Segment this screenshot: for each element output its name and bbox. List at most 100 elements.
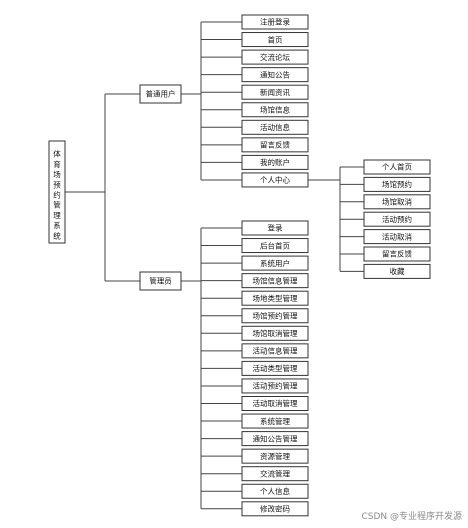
leaf-node-1-14-label: 交流管理: [260, 468, 290, 478]
sub-node-3-label: 活动预约: [382, 214, 412, 224]
leaf-node-0-6-box: [241, 119, 309, 135]
sub-node-4-label: 活动取消: [382, 231, 412, 241]
leaf-node-0-3: 通知公告: [241, 67, 309, 83]
leaf-node-0-6: 活动信息: [241, 119, 309, 135]
leaf-node-1-2-label: 系统用户: [260, 258, 290, 268]
leaf-node-0-9: 个人中心: [241, 172, 309, 188]
sub-node-2-box: [363, 194, 431, 210]
leaf-node-1-7: 活动信息管理: [241, 343, 309, 359]
leaf-node-1-6: 场馆取消管理: [241, 325, 309, 341]
leaf-node-0-6-label: 活动信息: [260, 122, 290, 132]
leaf-node-0-8: 我的账户: [241, 154, 309, 170]
sub-node-5: 留言反馈: [363, 246, 431, 262]
leaf-node-1-11: 系统管理: [241, 413, 309, 429]
leaf-node-1-2: 系统用户: [241, 255, 309, 271]
leaf-node-1-9: 活动预约管理: [241, 378, 309, 394]
leaf-node-0-1-label: 首页: [268, 34, 283, 44]
leaf-node-1-7-label: 活动信息管理: [253, 346, 298, 356]
group-node-1: 管理员: [139, 271, 182, 291]
leaf-node-0-2-box: [241, 49, 309, 65]
sub-node-0-label: 个人首页: [382, 162, 412, 172]
leaf-node-0-4-box: [241, 84, 309, 100]
leaf-node-1-13-box: [241, 448, 309, 464]
leaf-node-0-8-label: 我的账户: [260, 157, 290, 167]
leaf-node-0-7-box: [241, 137, 309, 153]
leaf-node-1-12: 通知公告管理: [241, 431, 309, 447]
leaf-node-0-9-label: 个人中心: [260, 175, 290, 185]
leaf-node-1-4: 场地类型管理: [241, 290, 309, 306]
leaf-node-0-7: 留言反馈: [241, 137, 309, 153]
leaf-node-1-5-box: [241, 308, 309, 324]
leaf-node-0-5-label: 场馆信息: [260, 104, 290, 114]
sub-node-5-box: [363, 246, 431, 262]
leaf-node-1-7-box: [241, 343, 309, 359]
watermark: CSDN @专业程序开发源: [361, 512, 462, 522]
leaf-node-0-0-box: [241, 14, 309, 30]
sub-node-3: 活动预约: [363, 211, 431, 227]
leaf-node-1-9-box: [241, 378, 309, 394]
sub-node-0-box: [363, 159, 431, 175]
sub-node-4-box: [363, 229, 431, 245]
leaf-node-1-10: 活动取消管理: [241, 396, 309, 411]
sub-node-2: 场馆取消: [363, 194, 431, 210]
leaf-node-0-0-label: 注册登录: [260, 17, 290, 27]
leaf-node-1-11-label: 系统管理: [260, 416, 290, 426]
leaf-node-1-12-label: 通知公告管理: [253, 433, 298, 443]
root-node-label: 体育场预约管理系统: [53, 149, 61, 241]
leaf-node-1-0: 登录: [241, 220, 309, 236]
group-node-0-box: [139, 84, 182, 104]
leaf-node-0-3-box: [241, 67, 309, 83]
leaf-node-0-5-box: [241, 102, 309, 118]
leaf-node-1-13: 资源管理: [241, 448, 309, 464]
leaf-node-1-6-box: [241, 325, 309, 341]
leaf-node-1-10-label: 活动取消管理: [253, 398, 298, 408]
leaf-node-1-3: 场馆信息管理: [241, 273, 309, 289]
sub-node-2-label: 场馆取消: [382, 197, 412, 207]
sub-node-6-label: 收藏: [390, 266, 405, 276]
leaf-node-0-2-label: 交流论坛: [260, 52, 290, 62]
leaf-node-0-1-box: [241, 32, 309, 48]
leaf-node-1-1-label: 后台首页: [260, 240, 290, 250]
leaf-node-1-8-label: 活动类型管理: [253, 363, 298, 373]
leaf-node-1-14-box: [241, 466, 309, 482]
root-node: 体育场预约管理系统: [48, 140, 66, 244]
root-node-box: [48, 140, 66, 244]
group-node-1-label: 管理员: [149, 276, 172, 286]
leaf-node-1-5-label: 场馆预约管理: [253, 310, 298, 320]
leaf-node-1-4-box: [241, 290, 309, 306]
diagram-edges: [65, 21, 364, 510]
sub-node-1-box: [363, 176, 431, 192]
group-node-0: 普通用户: [139, 84, 182, 104]
leaf-node-1-16: 修改密码: [241, 501, 309, 517]
leaf-node-1-1-box: [241, 238, 309, 254]
sub-node-6: 收藏: [363, 263, 431, 279]
leaf-node-1-12-box: [241, 431, 309, 447]
leaf-node-0-2: 交流论坛: [241, 49, 309, 65]
leaf-node-1-2-box: [241, 255, 309, 271]
leaf-node-0-9-box: [241, 172, 309, 188]
diagram-nodes: 体育场预约管理系统 普通用户 注册登录首页交流论坛通知公告新闻资讯场馆信息活动信息留…: [48, 14, 431, 517]
leaf-node-0-5: 场馆信息: [241, 102, 309, 118]
leaf-node-0-0: 注册登录: [241, 14, 309, 30]
sub-node-1-label: 场馆预约: [382, 179, 412, 189]
sub-node-3-box: [363, 211, 431, 227]
leaf-node-1-15-label: 个人信息: [260, 486, 290, 496]
group-node-1-box: [139, 271, 182, 291]
leaf-node-1-8: 活动类型管理: [241, 360, 309, 376]
leaf-node-0-4-label: 新闻资讯: [260, 87, 290, 97]
leaf-node-1-11-box: [241, 413, 309, 429]
leaf-node-1-13-label: 资源管理: [260, 451, 290, 461]
leaf-node-1-14: 交流管理: [241, 466, 309, 482]
sub-node-6-box: [363, 263, 431, 279]
leaf-node-1-16-box: [241, 501, 309, 517]
leaf-node-1-15-box: [241, 483, 309, 499]
leaf-node-0-8-box: [241, 154, 309, 170]
leaf-node-1-8-box: [241, 360, 309, 376]
group-node-0-label: 普通用户: [146, 89, 176, 99]
leaf-node-1-10-box: [241, 396, 309, 411]
sub-node-4: 活动取消: [363, 229, 431, 245]
leaf-node-1-0-box: [241, 220, 309, 236]
leaf-node-1-5: 场馆预约管理: [241, 308, 309, 324]
leaf-node-1-0-label: 登录: [268, 223, 283, 233]
